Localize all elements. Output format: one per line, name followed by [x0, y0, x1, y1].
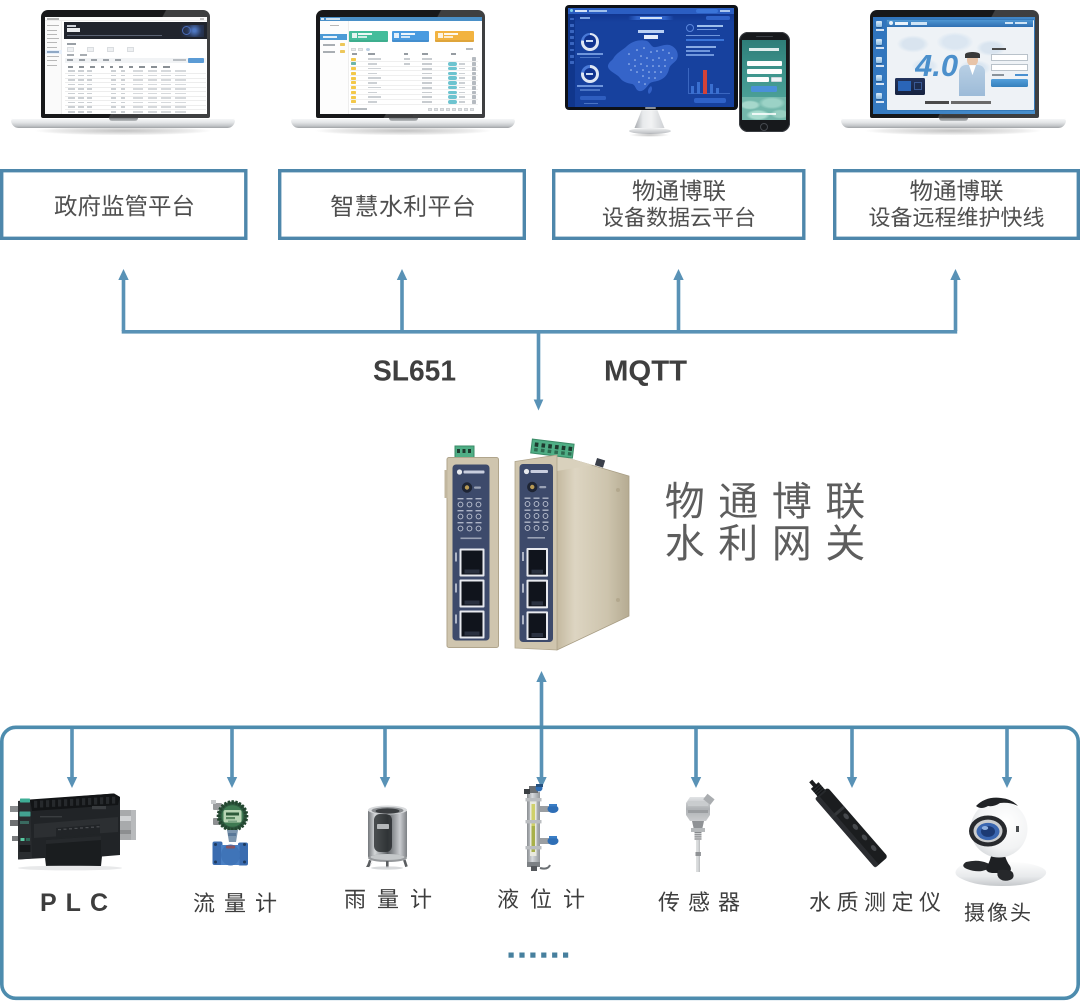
svg-text:SL651: SL651	[373, 356, 456, 388]
svg-text:MQTT: MQTT	[604, 356, 687, 388]
svg-text:4.0: 4.0	[915, 50, 958, 82]
svg-text:PLC: PLC	[40, 889, 117, 917]
